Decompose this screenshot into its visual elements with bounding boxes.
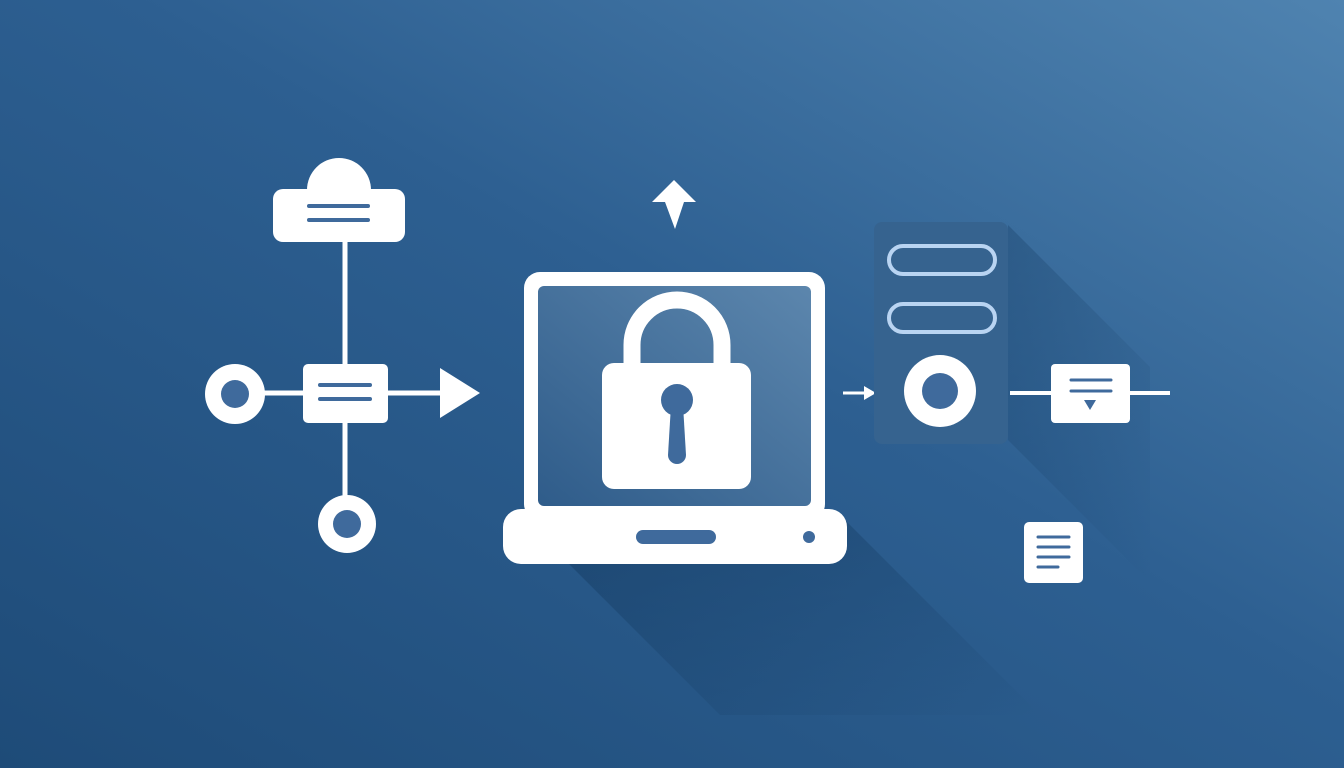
arrow-up-icon — [652, 180, 696, 229]
left-network — [205, 158, 480, 553]
cloud-icon — [273, 158, 405, 242]
document-icon — [1024, 522, 1083, 583]
document-icon — [303, 364, 388, 423]
server-icon — [874, 222, 1008, 444]
right-network — [1010, 364, 1170, 423]
arrow-right-icon — [440, 368, 480, 418]
server-drive-slot — [887, 244, 997, 276]
padlock-icon — [602, 291, 751, 489]
node-circle-icon — [318, 495, 376, 553]
dropdown-icon — [1051, 364, 1130, 423]
node-circle-icon — [205, 364, 265, 424]
keyhole-icon — [661, 384, 693, 464]
laptop-indicator-light — [803, 531, 815, 543]
laptop-icon — [503, 272, 847, 564]
laptop-trackpad — [636, 530, 716, 544]
arrow-right-icon — [843, 386, 876, 400]
server-drive-slot — [887, 302, 997, 334]
